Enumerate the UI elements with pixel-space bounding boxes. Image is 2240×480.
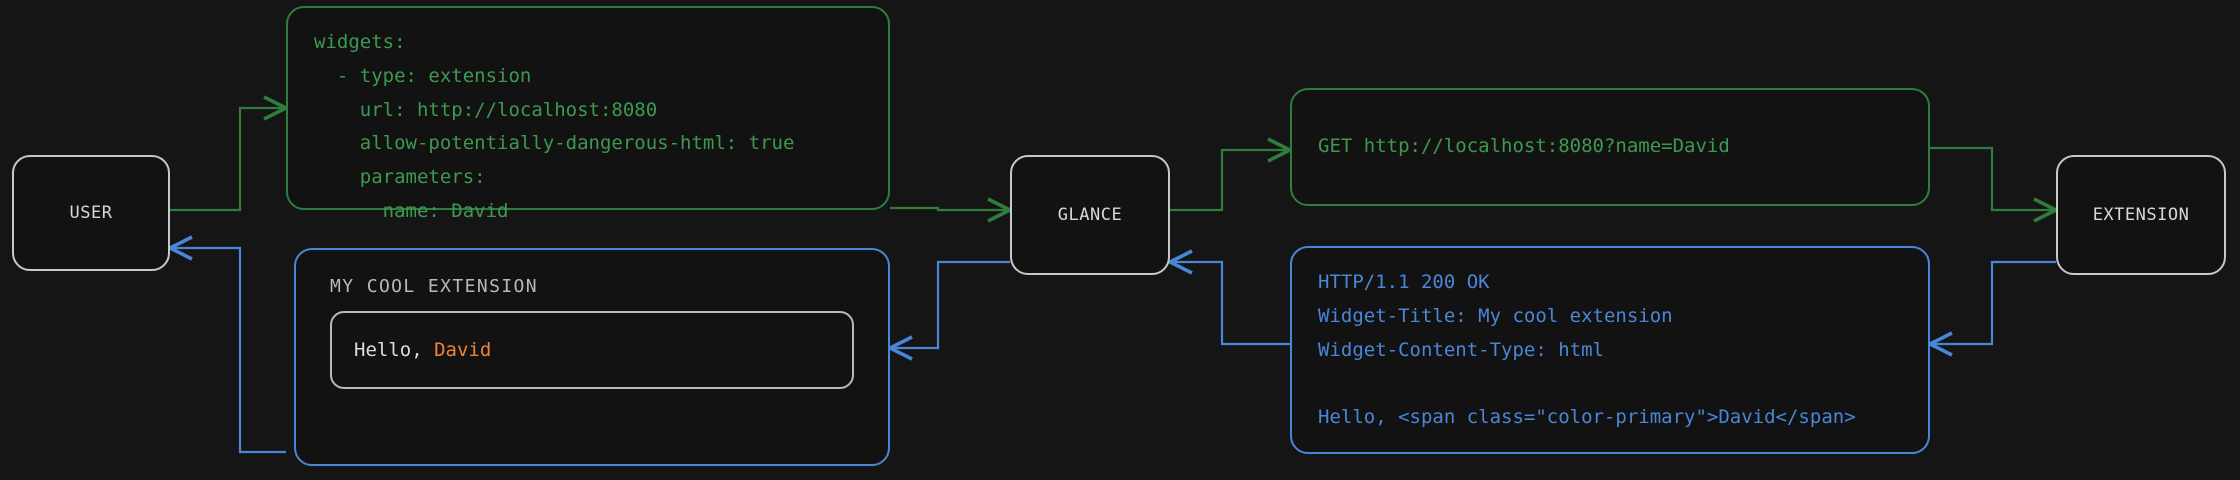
- connector-extension-to-http-response: [1930, 260, 2056, 344]
- http-response-code: HTTP/1.1 200 OK Widget-Title: My cool ex…: [1318, 271, 1856, 429]
- node-extension-label: EXTENSION: [2092, 205, 2190, 225]
- rendered-widget-greeting: Hello, David: [354, 339, 491, 361]
- node-user-label: USER: [69, 203, 113, 223]
- panel-http-response[interactable]: HTTP/1.1 200 OK Widget-Title: My cool ex…: [1290, 246, 1930, 454]
- connector-glance-to-http-request: [1170, 150, 1290, 212]
- node-glance[interactable]: GLANCE: [1010, 155, 1170, 275]
- connector-glance-to-rendered-widget: [890, 260, 1010, 348]
- node-user[interactable]: USER: [12, 155, 170, 271]
- panel-rendered-widget[interactable]: MY COOL EXTENSION Hello, David: [294, 248, 890, 466]
- connector-rendered-widget-to-user: [170, 248, 286, 454]
- rendered-widget-body: Hello, David: [330, 311, 854, 389]
- panel-yaml-config[interactable]: widgets: - type: extension url: http://l…: [286, 6, 890, 222]
- connector-user-to-config: [170, 108, 286, 212]
- node-glance-label: GLANCE: [1057, 205, 1123, 225]
- greeting-prefix: Hello,: [354, 339, 435, 361]
- connector-http-response-to-glance: [1170, 262, 1290, 346]
- http-request-code: GET http://localhost:8080?name=David: [1318, 135, 1730, 158]
- yaml-config-code: widgets: - type: extension url: http://l…: [314, 31, 795, 223]
- greeting-name: David: [434, 339, 492, 361]
- connector-config-to-glance: [890, 208, 1010, 210]
- node-extension[interactable]: EXTENSION: [2056, 155, 2226, 275]
- connector-http-request-to-extension: [1930, 146, 2056, 210]
- panel-http-request[interactable]: GET http://localhost:8080?name=David: [1290, 88, 1930, 206]
- rendered-widget-title: MY COOL EXTENSION: [330, 276, 539, 297]
